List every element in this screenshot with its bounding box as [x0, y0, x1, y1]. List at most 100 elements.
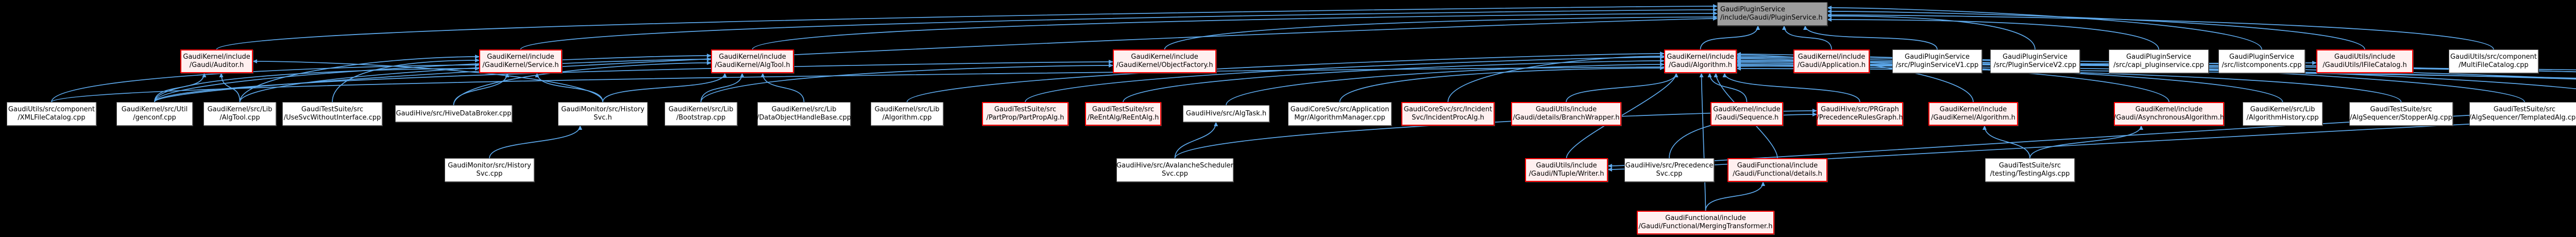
graph-node[interactable]: GaudiHive/src/HiveDataBroker.cpp: [395, 105, 512, 122]
include-edge: [1700, 25, 1760, 50]
node-label-line: GaudiHive/src/AvalancheScheduler: [1116, 162, 1234, 170]
graph-node[interactable]: GaudiKernel/src/Lib/Bootstrap.cpp: [665, 102, 737, 126]
node-label-line: GaudiPluginService: [2003, 53, 2067, 61]
node-label-line: GaudiKernel/include: [1713, 106, 1781, 114]
include-edge: [2029, 125, 2143, 159]
node-label-line: /PrecedenceRulesGraph.h: [1817, 114, 1903, 122]
graph-node[interactable]: GaudiUtils/include/Gaudi/NTuple/Writer.h: [1525, 158, 1608, 182]
node-label-line: /Gaudi/Application.h: [1798, 61, 1866, 69]
include-edge: [154, 60, 1113, 103]
graph-node[interactable]: GaudiTestSuite/src/ReEntAlg/ReEntAlg.h: [1085, 102, 1161, 126]
node-label-line: GaudiUtils/src/component: [8, 106, 95, 114]
node-label-line: GaudiKernel/include: [183, 53, 250, 61]
graph-node[interactable]: GaudiKernel/include/Gaudi/AsynchronousAl…: [2114, 102, 2224, 126]
node-label-line: GaudiTestSuite/src: [1092, 106, 1155, 114]
node-label-line: GaudiMonitor/src/History: [561, 106, 645, 114]
node-label-line: GaudiKernel/include: [1939, 106, 2007, 114]
graph-node[interactable]: GaudiFunctional/include/Gaudi/Functional…: [1637, 211, 1774, 234]
graph-node[interactable]: GaudiPluginService/src/PluginServiceV1.c…: [1892, 49, 1982, 73]
node-label-line: GaudiKernel/src/Lib: [771, 106, 837, 114]
node-label-line: /AlgSequencer/StopperAlg.cpp: [2350, 114, 2452, 122]
graph-node[interactable]: GaudiHive/src/AlgTask.h: [1183, 105, 1269, 122]
graph-node[interactable]: GaudiKernel/include/Gaudi/Application.h: [1793, 49, 1870, 73]
node-label-line: Svc.h: [594, 114, 612, 122]
node-label-line: /src/PluginServiceV1.cpp: [1895, 61, 1979, 69]
include-edge: [520, 8, 1718, 50]
graph-node[interactable]: GaudiKernel/include/Gaudi/Auditor.h: [180, 49, 253, 73]
graph-node[interactable]: GaudiKernel/src/Util/genconf.cpp: [116, 102, 193, 126]
include-edge: [1736, 62, 2576, 71]
node-label-line: /src/listcomponents.cpp: [2222, 61, 2302, 69]
graph-root-node[interactable]: GaudiPluginService/include/Gaudi/PluginS…: [1717, 2, 1827, 26]
graph-node[interactable]: GaudiHive/src/PRGraph/PrecedenceRulesGra…: [1817, 102, 1903, 126]
graph-node[interactable]: GaudiUtils/src/component/MultiFileCatalo…: [2449, 49, 2538, 73]
include-edge: [1025, 55, 1665, 103]
graph-node[interactable]: GaudiUtils/include/GaudiUtils/IFileCatal…: [2316, 49, 2413, 73]
node-label-line: GaudiTestSuite/src: [1998, 162, 2061, 170]
graph-node[interactable]: GaudiPluginService/src/listcomponents.cp…: [2218, 49, 2305, 73]
graph-node[interactable]: GaudiTestSuite/src/PartProp/PartPropAlg.…: [982, 102, 1069, 126]
graph-node[interactable]: GaudiKernel/src/Lib/AlgorithmHistory.cpp: [2243, 102, 2323, 126]
graph-node[interactable]: GaudiKernel/include/GaudiKernel/AlgTool.…: [711, 49, 794, 73]
graph-node[interactable]: GaudiUtils/src/component/XMLFileCatalog.…: [7, 102, 96, 126]
node-label-line: GaudiKernel/src/Lib: [2250, 106, 2315, 114]
include-edge: [1707, 73, 1748, 103]
graph-node[interactable]: GaudiKernel/include/Gaudi/Sequence.h: [1710, 102, 1783, 126]
graph-node[interactable]: GaudiUtils/include/Gaudi/details/BranchW…: [1511, 102, 1621, 126]
node-label-line: GaudiTestSuite/src: [301, 106, 364, 114]
graph-node[interactable]: GaudiTestSuite/src/AlgSequencer/Template…: [2469, 102, 2576, 126]
node-label-line: GaudiUtils/include: [1535, 106, 1597, 114]
graph-node[interactable]: GaudiTestSuite/src/AlgSequencer/StopperA…: [2349, 102, 2453, 126]
node-label-line: /GaudiUtils/IFileCatalog.h: [2323, 61, 2407, 69]
node-label-line: /Gaudi/NTuple/Writer.h: [1529, 170, 1604, 178]
graph-node[interactable]: GaudiPluginService/src/capi_pluginservic…: [2109, 49, 2209, 73]
node-label-line: GaudiFunctional/include: [1737, 162, 1818, 170]
include-edge: [239, 55, 480, 103]
node-label-line: /include/Gaudi/PluginService.h: [1720, 14, 1823, 22]
include-edge: [1803, 25, 1938, 50]
include-edge: [489, 125, 582, 159]
graph-node[interactable]: GaudiPluginService/src/PluginServiceV2.c…: [1990, 49, 2080, 73]
node-label-line: GaudiKernel/include: [1131, 53, 1198, 61]
graph-node[interactable]: GaudiKernel/include/Gaudi/Algorithm.h: [1664, 49, 1737, 73]
node-label-line: /ReEntAlg/ReEntAlg.h: [1087, 114, 1159, 122]
node-label-line: Svc.cpp: [1162, 170, 1188, 178]
node-label-line: Mgr/AlgorithmManager.cpp: [1294, 114, 1385, 122]
node-label-line: /Gaudi/Algorithm.h: [1669, 61, 1732, 69]
include-edge: [1174, 122, 1218, 159]
include-edge: [1705, 181, 1766, 211]
graph-node[interactable]: GaudiKernel/src/Lib/Algorithm.cpp: [871, 102, 943, 126]
node-label-line: /Algorithm.cpp: [882, 114, 932, 122]
graph-node[interactable]: GaudiKernel/src/Lib/DataObjectHandleBase…: [757, 102, 851, 126]
node-label-line: GaudiUtils/src/component: [2450, 53, 2537, 61]
graph-node[interactable]: GaudiFunctional/include/Gaudi/Functional…: [1727, 158, 1827, 182]
include-edge: [1982, 125, 2030, 159]
include-edge: [332, 58, 480, 103]
node-label-line: GaudiKernel/include: [1667, 53, 1734, 61]
include-edge: [1566, 73, 1679, 159]
node-label-line: GaudiHive/src/Precedence: [1625, 162, 1714, 170]
graph-node[interactable]: GaudiKernel/src/Lib/AlgTool.cpp: [204, 102, 276, 126]
node-label-line: /GaudiKernel/Algorithm.h: [1931, 114, 2015, 122]
graph-node[interactable]: GaudiTestSuite/src/UseSvcWithoutInterfac…: [282, 102, 382, 126]
graph-node[interactable]: GaudiTestSuite/src/testing/TestingAlgs.c…: [1985, 158, 2075, 182]
node-label-line: GaudiHive/src/HiveDataBroker.cpp: [396, 109, 512, 117]
node-label-line: /GaudiKernel/ObjectFactory.h: [1116, 61, 1213, 69]
node-label-line: /DataObjectHandleBase.cpp: [756, 114, 852, 122]
include-edge: [700, 73, 744, 103]
node-label-line: /XMLFileCatalog.cpp: [18, 114, 86, 122]
node-label-line: /testing/TestingAlgs.cpp: [1990, 170, 2070, 178]
graph-node[interactable]: GaudiKernel/include/GaudiKernel/ObjectFa…: [1113, 49, 1216, 73]
node-label-line: GaudiKernel/src/Lib: [874, 106, 940, 114]
graph-node[interactable]: GaudiKernel/include/GaudiKernel/Service.…: [479, 49, 562, 73]
graph-node[interactable]: GaudiKernel/include/GaudiKernel/Algorith…: [1928, 102, 2018, 126]
include-edge: [239, 57, 711, 103]
node-label-line: /PartProp/PartPropAlg.h: [986, 114, 1064, 122]
